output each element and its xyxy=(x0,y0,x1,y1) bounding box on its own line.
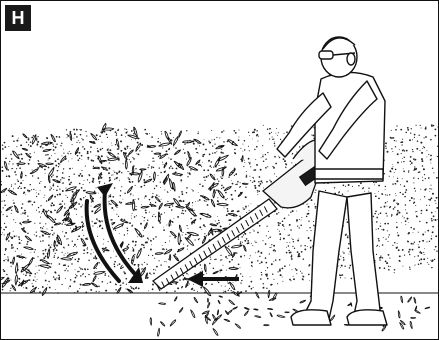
fallen-clippings xyxy=(150,290,430,336)
hedge-trimmer xyxy=(153,139,329,291)
step-label-badge: H xyxy=(5,5,31,31)
